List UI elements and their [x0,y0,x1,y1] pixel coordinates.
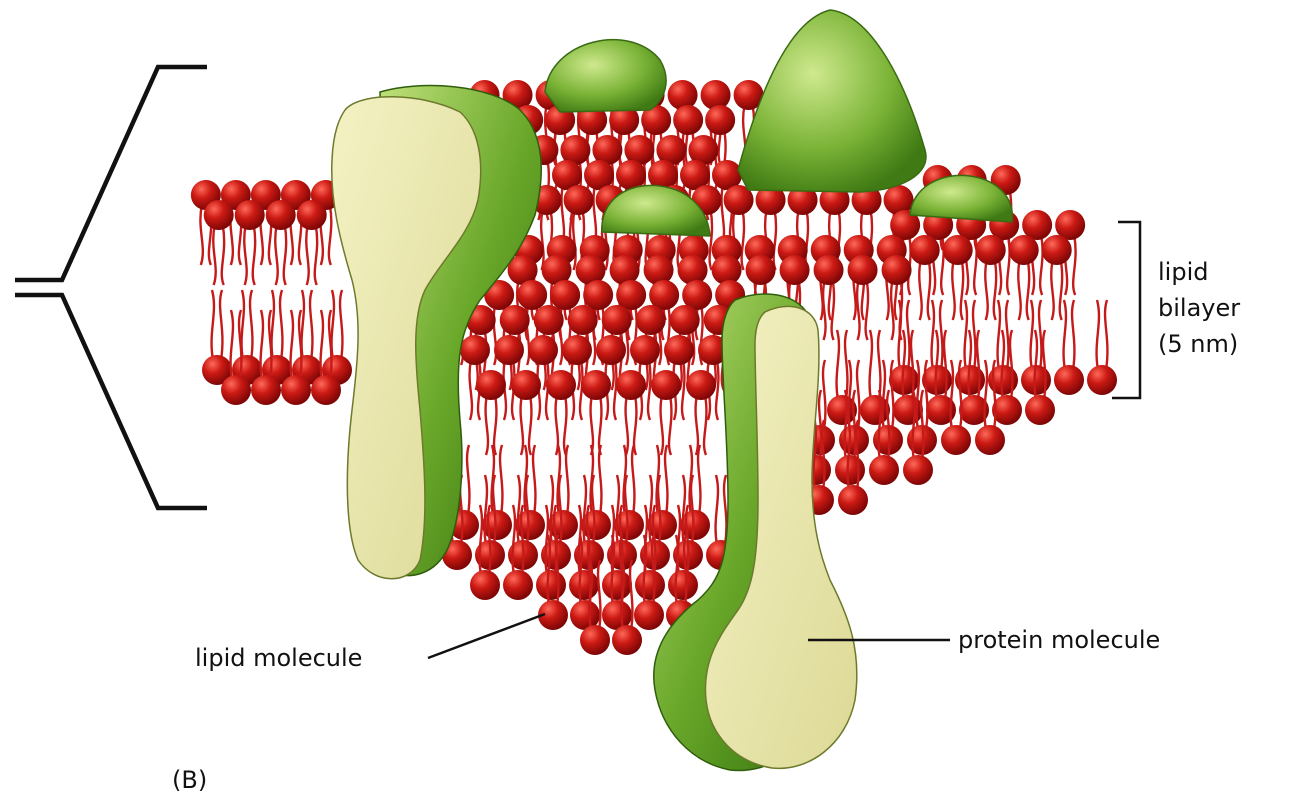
lipid-molecule [322,290,352,385]
bilayer-bracket [1112,222,1140,398]
label-protein-molecule: protein molecule [958,626,1160,654]
lipid-molecule-leader [428,614,545,658]
lipid-bilayer [191,80,1117,655]
lipid-molecule [511,370,541,455]
peripheral-protein-dome [545,40,666,112]
panel-label: (B) [172,766,207,794]
label-lipid: lipid [1158,258,1208,286]
lipid-molecule [686,370,716,455]
lipid-molecule [1087,300,1117,395]
lipid-molecule [204,200,234,285]
membrane-bracket [15,67,207,508]
transmembrane-protein-cone [738,10,926,192]
label-bilayer-thickness: (5 nm) [1158,330,1238,358]
lipid-molecule [476,370,506,455]
label-bilayer: bilayer [1158,294,1240,322]
label-lipid-molecule: lipid molecule [195,644,362,672]
lipid-molecule [292,290,322,385]
lipid-molecule [202,290,232,385]
lipid-molecule [546,370,576,455]
lipid-molecule [262,290,292,385]
lipid-molecule [232,290,262,385]
lipid-molecule [1054,300,1084,395]
